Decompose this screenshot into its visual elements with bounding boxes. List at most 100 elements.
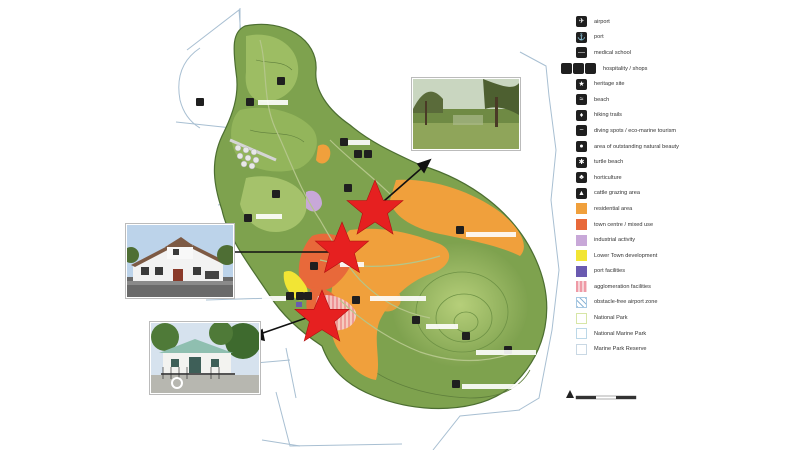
map-legend: ✈ airport ⚓ port — medical school hospitality …: [560, 14, 790, 357]
eye-icon: [354, 150, 362, 158]
legend-item: town centre / mixed use: [560, 217, 790, 233]
cattle-icon: ▲: [576, 187, 587, 199]
legend-item: ✈ airport: [560, 14, 790, 30]
terrain-shading: [231, 34, 531, 399]
plant-icon: [452, 380, 460, 388]
legend-item: Lower Town development: [560, 248, 790, 264]
legend-item: ● area of outstanding natural beauty: [560, 139, 790, 155]
star-icon: [340, 138, 348, 146]
legend-swatch: [576, 250, 587, 262]
legend-label: hiking trails: [594, 112, 622, 119]
photo-cottage: [150, 322, 260, 394]
legend-item: ♣horticulture: [560, 170, 790, 186]
hiker-icon: [462, 332, 470, 340]
legend-label: Lower Town development: [594, 252, 658, 259]
legend-label: area of outstanding natural beauty: [594, 143, 679, 150]
legend-label: beach: [594, 96, 610, 103]
hiker-icon: [246, 98, 254, 106]
legend-label: residential area: [594, 205, 633, 212]
legend-item: ✱ turtle beach: [560, 154, 790, 170]
map-poi-icons: [196, 77, 512, 388]
medical-icon: [296, 292, 304, 300]
legend-item: National Park: [560, 310, 790, 326]
legend-swatch: [576, 203, 587, 215]
anchor-icon: ⚓: [576, 31, 587, 43]
hospitality-icon: [573, 63, 584, 75]
legend-label: hospitality / shops: [603, 65, 648, 72]
legend-item: ▲ cattle grazing area: [560, 186, 790, 202]
legend-item: ≈ beach: [560, 92, 790, 108]
swimmer-icon: ≈: [576, 94, 587, 106]
legend-item: industrial activity: [560, 232, 790, 248]
arrow-south: [259, 315, 313, 335]
legend-label: cattle grazing area: [594, 190, 641, 197]
hiker-icon: [412, 316, 420, 324]
minus-icon: —: [576, 47, 587, 59]
legend-label: industrial activity: [594, 237, 636, 244]
legend-item: port facilities: [560, 264, 790, 280]
legend-label: heritage site: [594, 81, 625, 88]
legend-item: hospitality / shops: [560, 61, 790, 77]
swimmer-icon: [272, 190, 280, 198]
legend-label: turtle beach: [594, 159, 624, 166]
legend-swatch: [576, 281, 587, 293]
airplane-icon: ✈: [576, 16, 587, 28]
anchor-icon: [286, 292, 294, 300]
legend-swatch: [576, 312, 587, 324]
legend-swatch: [576, 328, 587, 340]
star-marker-middle: [314, 221, 370, 274]
legend-item: ♦ hiking trails: [560, 108, 790, 124]
legend-item: National Marine Park: [560, 326, 790, 342]
hospitality-icon: [585, 63, 596, 75]
legend-label: town centre / mixed use: [594, 221, 654, 228]
hospitality-icons: [560, 63, 596, 75]
star-icon: ★: [576, 78, 587, 90]
legend-label: port facilities: [594, 268, 626, 275]
diver-icon: [196, 98, 204, 106]
legend-item: obstacle-free airport zone: [560, 295, 790, 311]
star-markers: [294, 179, 404, 342]
hiker-icon: [277, 77, 285, 85]
legend-swatch: [576, 265, 587, 277]
legend-label: Marine Park Reserve: [594, 346, 647, 353]
plant-icon: [456, 226, 464, 234]
legend-label: medical school: [594, 49, 631, 56]
legend-item: — medical school: [560, 45, 790, 61]
swimmer-icon: [244, 214, 252, 222]
legend-label: obstacle-free airport zone: [594, 299, 658, 306]
legend-swatch: [576, 234, 587, 246]
turtle-icon: ✱: [576, 156, 587, 168]
legend-label: airport: [594, 18, 610, 25]
photo-vegetation: [412, 78, 520, 150]
legend-swatch: [576, 343, 587, 355]
hospitality-icon: [304, 292, 312, 300]
cattle-icon: [352, 296, 360, 304]
legend-swatch: [576, 296, 587, 308]
legend-label: port: [594, 34, 604, 41]
hospitality-icon: [561, 63, 572, 75]
legend-label: National Marine Park: [594, 330, 647, 337]
legend-item: ★ heritage site: [560, 76, 790, 92]
star-marker-south: [294, 289, 350, 342]
legend-item: residential area: [560, 201, 790, 217]
legend-label: agglomeration facilities: [594, 283, 651, 290]
scale-bar: [566, 390, 637, 400]
star-marker-north: [346, 179, 404, 235]
hospitality-icon: [344, 184, 352, 192]
legend-item: ~ diving spots / eco-marine tourism: [560, 123, 790, 139]
airport-runway: [229, 138, 277, 170]
eye-icon: [364, 150, 372, 158]
legend-label: horticulture: [594, 174, 622, 181]
legend-item: ⚓ port: [560, 30, 790, 46]
photo-house: [126, 224, 234, 298]
hiker-icon: ♦: [576, 109, 587, 121]
legend-swatch: [576, 219, 587, 231]
legend-label: diving spots / eco-marine tourism: [594, 127, 677, 134]
airplane-icon: [310, 262, 318, 270]
legend-label: National Park: [594, 315, 628, 322]
eye-icon: ●: [576, 141, 587, 153]
port-facilities-area: [296, 302, 302, 307]
industrial-area: [306, 190, 322, 212]
diver-icon: ~: [576, 125, 587, 137]
